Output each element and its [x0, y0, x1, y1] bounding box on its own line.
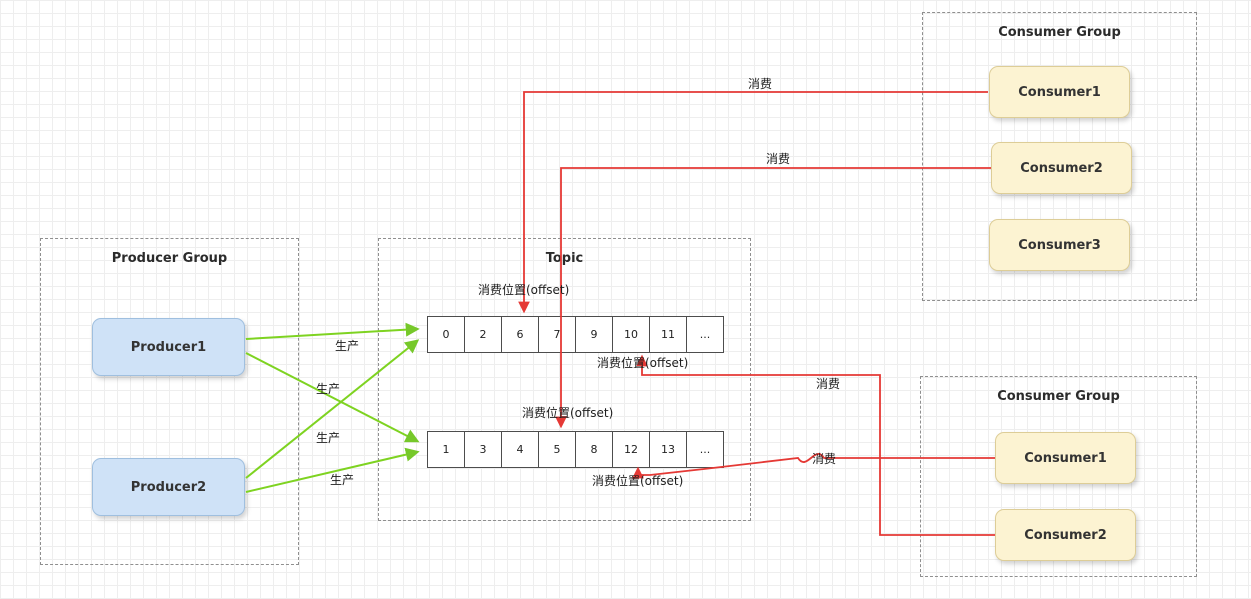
queue-cell: 5 — [538, 431, 576, 468]
queue-cell: 11 — [649, 316, 687, 353]
consumer2-top-label: Consumer2 — [1020, 160, 1103, 176]
produce-label-3: 生产 — [316, 431, 341, 445]
consume-label-3: 消费 — [816, 377, 841, 391]
queue-1: 0 2 6 7 9 10 11 ... — [427, 316, 724, 353]
queue-cell: 8 — [575, 431, 613, 468]
consumer-group-top-title: Consumer Group — [998, 25, 1121, 40]
queue-cell: 4 — [501, 431, 539, 468]
consumer1-bottom-label: Consumer1 — [1024, 450, 1107, 466]
consume-label-4: 消费 — [812, 452, 837, 466]
consumer2-bottom-node: Consumer2 — [995, 509, 1136, 561]
queue-cell: 7 — [538, 316, 576, 353]
offset-label-q2-bottom: 消费位置(offset) — [592, 474, 684, 488]
producer1-label: Producer1 — [130, 339, 207, 355]
offset-label-q1-top: 消费位置(offset) — [478, 283, 570, 297]
queue-cell: 1 — [427, 431, 465, 468]
producer2-label: Producer2 — [130, 479, 207, 495]
consumer-group-bottom-title: Consumer Group — [997, 389, 1120, 404]
consumer3-top-node: Consumer3 — [989, 219, 1130, 271]
queue-cell: 9 — [575, 316, 613, 353]
producer2-node: Producer2 — [92, 458, 245, 516]
queue-cell: 13 — [649, 431, 687, 468]
consume-label-1: 消费 — [748, 77, 773, 91]
queue-2: 1 3 4 5 8 12 13 ... — [427, 431, 724, 468]
consumer2-bottom-label: Consumer2 — [1024, 527, 1107, 543]
produce-label-4: 生产 — [330, 473, 355, 487]
offset-label-q1-bottom: 消费位置(offset) — [597, 356, 689, 370]
topic-title: Topic — [545, 251, 584, 266]
consume-label-2: 消费 — [766, 152, 791, 166]
queue-cell: 3 — [464, 431, 502, 468]
producer-group-title: Producer Group — [111, 251, 228, 266]
offset-label-q2-top: 消费位置(offset) — [522, 406, 614, 420]
consumer1-top-node: Consumer1 — [989, 66, 1130, 118]
producer1-node: Producer1 — [92, 318, 245, 376]
topic-box: Topic — [378, 238, 751, 521]
queue-cell: ... — [686, 316, 724, 353]
consumer1-top-label: Consumer1 — [1018, 84, 1101, 100]
queue-cell: 0 — [427, 316, 465, 353]
produce-label-2: 生产 — [316, 382, 341, 396]
consumer3-top-label: Consumer3 — [1018, 237, 1101, 253]
queue-cell: 10 — [612, 316, 650, 353]
queue-cell: 2 — [464, 316, 502, 353]
consumer2-top-node: Consumer2 — [991, 142, 1132, 194]
queue-cell: 6 — [501, 316, 539, 353]
produce-label-1: 生产 — [335, 339, 360, 353]
queue-cell: ... — [686, 431, 724, 468]
queue-cell: 12 — [612, 431, 650, 468]
consumer1-bottom-node: Consumer1 — [995, 432, 1136, 484]
